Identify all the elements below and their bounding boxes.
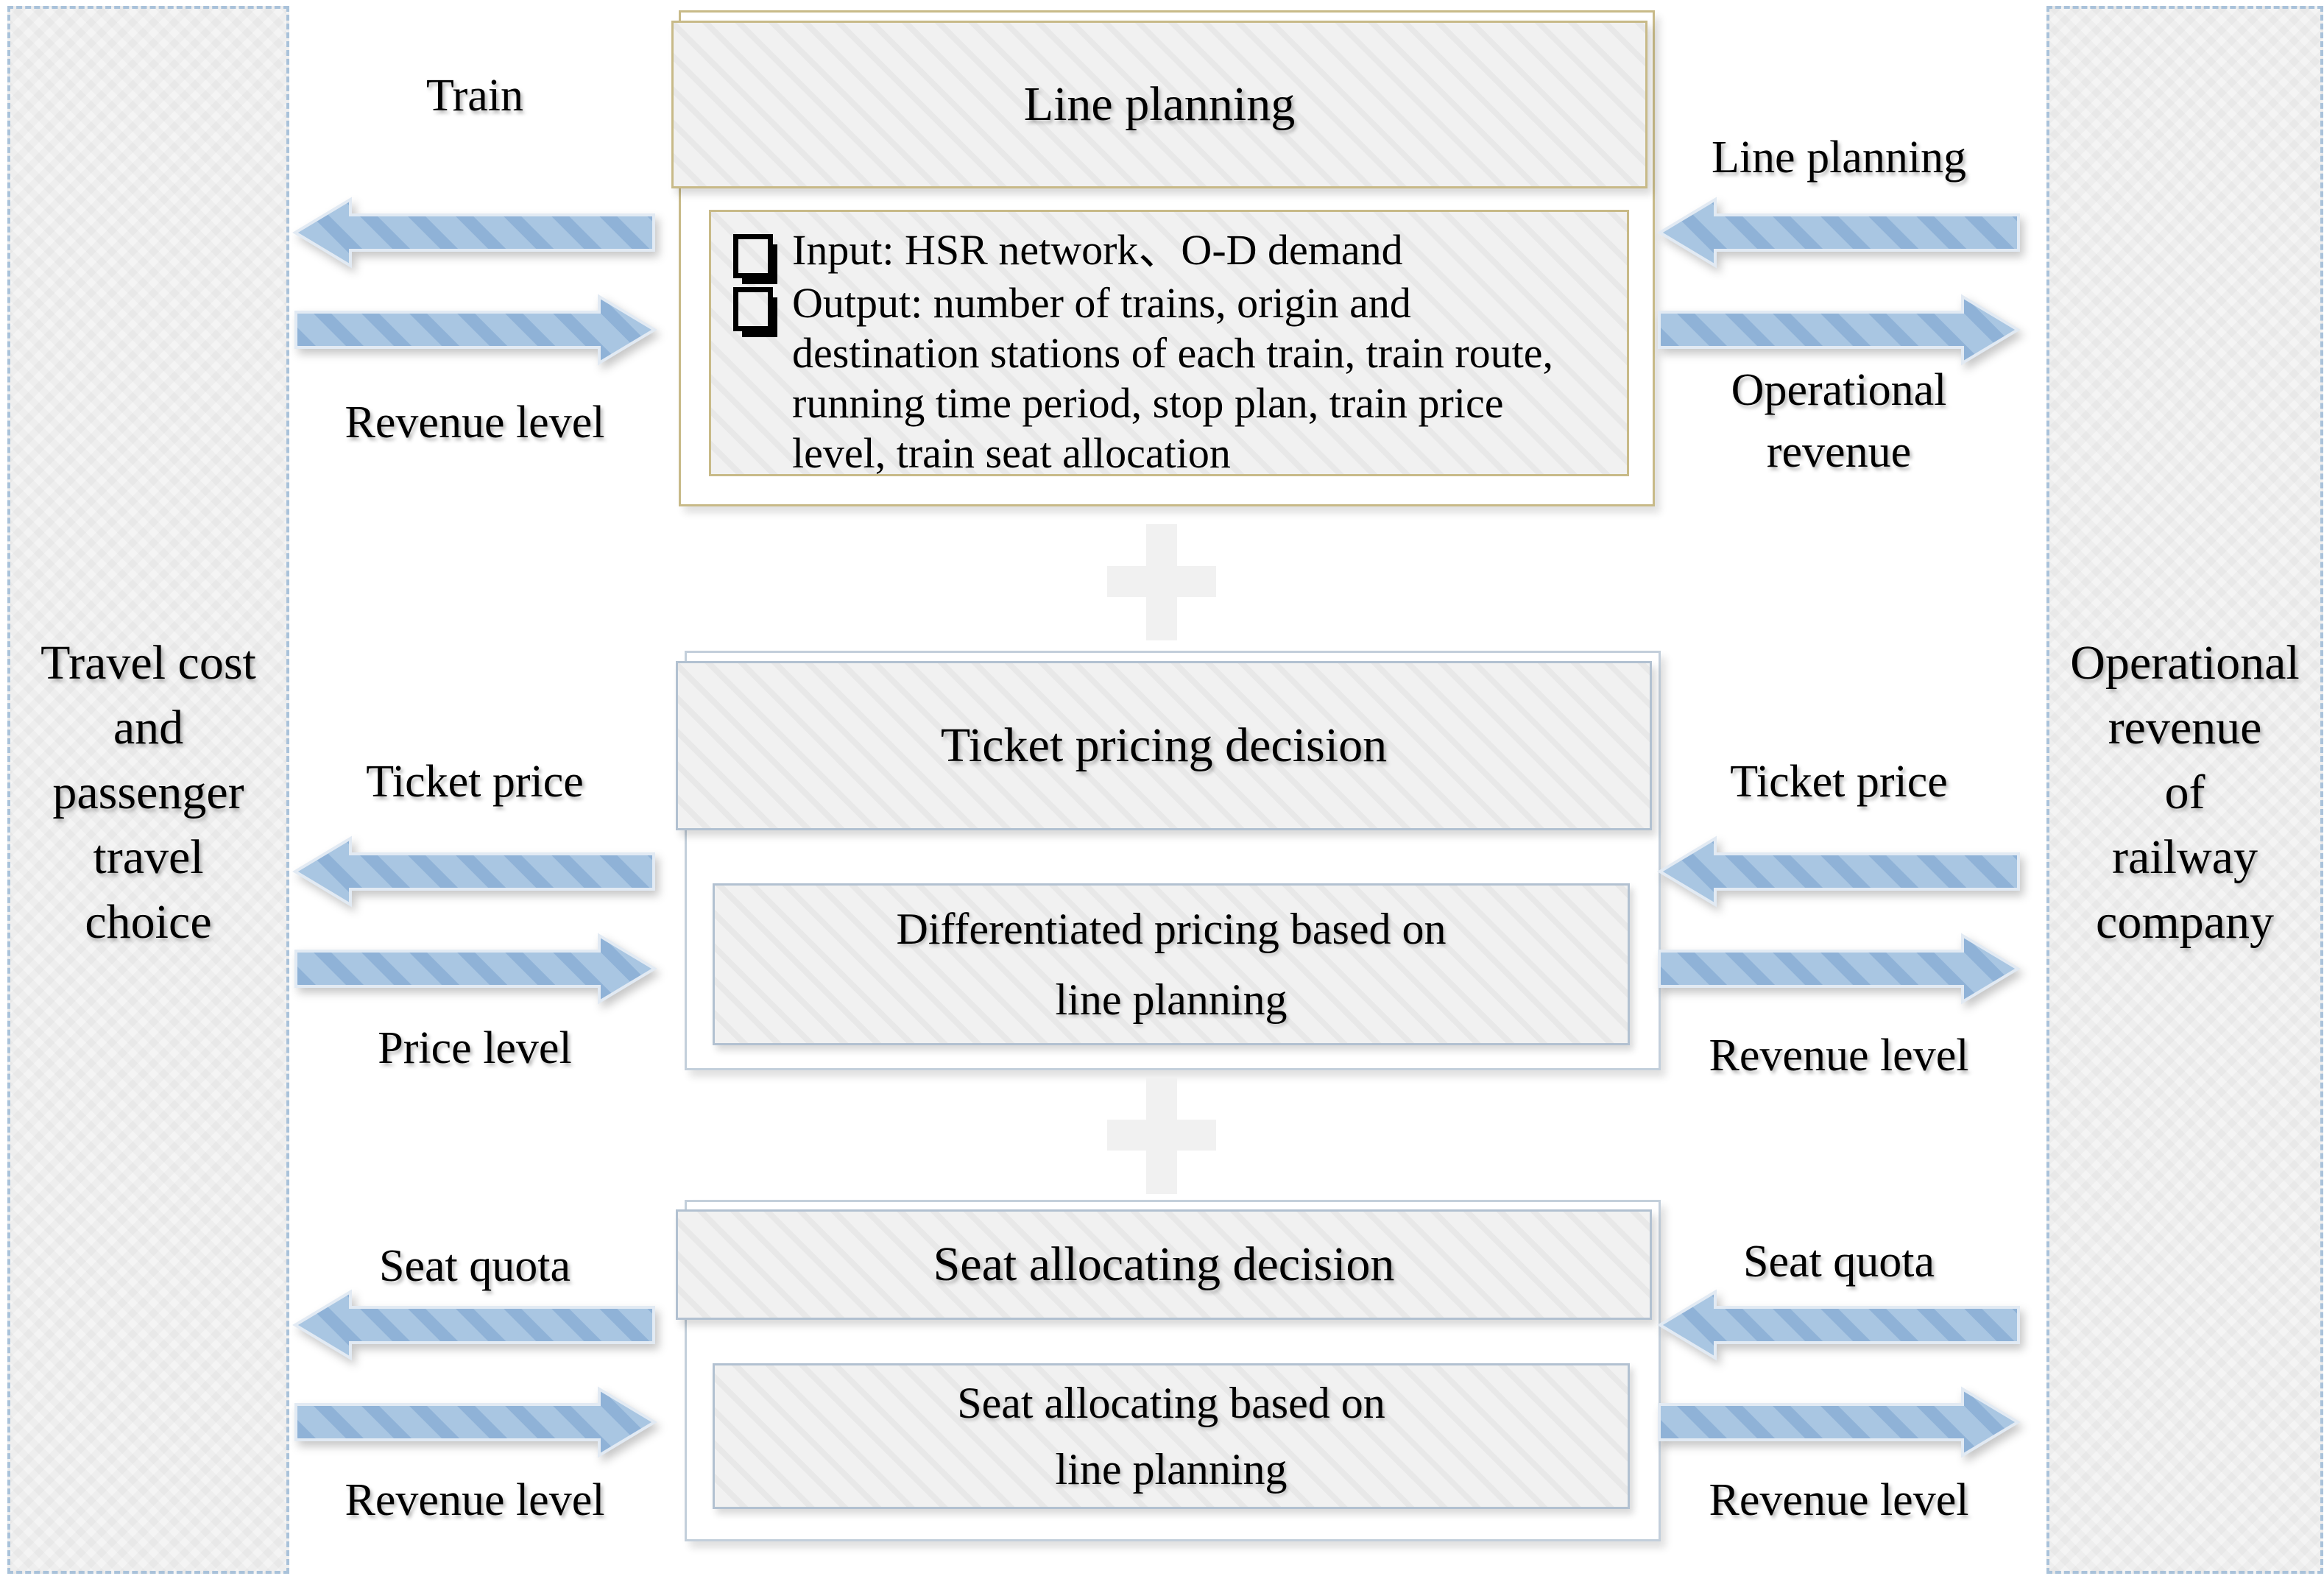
- left-panel-line: Travel cost: [40, 636, 256, 690]
- ticket-pricing-title: Ticket pricing decision: [940, 718, 1388, 772]
- flow-label-revenue-level: Revenue level: [345, 397, 605, 448]
- io-output-text: Output: number of trains, origin and des…: [792, 279, 1554, 477]
- flow-label-seat-quota: Seat quota: [379, 1241, 571, 1291]
- right-arrow-icon: [1658, 934, 2019, 1003]
- left-panel-travel-cost: Travel cost and passenger travel choice: [7, 6, 289, 1574]
- left-arrow-icon: [1659, 837, 2020, 906]
- io-input-text: Input: HSR network、O-D demand: [792, 226, 1403, 274]
- right-panel-text: Operational revenue of railway company: [2049, 631, 2320, 955]
- flow-label-ticket-price: Ticket price: [366, 757, 584, 807]
- seat-allocating-body-line: line planning: [1055, 1445, 1288, 1494]
- left-arrow-icon: [1659, 198, 2020, 267]
- flow-label-train: Train: [425, 71, 524, 121]
- left-panel-text: Travel cost and passenger travel choice: [10, 631, 286, 955]
- line-planning-io-box: Input: HSR network、O-D demand Output: nu…: [709, 210, 1629, 478]
- seat-allocating-body-box: Seat allocating based on line planning: [713, 1363, 1630, 1509]
- ticket-pricing-body-line: Differentiated pricing based on: [896, 905, 1447, 953]
- left-panel-line: passenger: [52, 766, 244, 819]
- right-panel-line: railway: [2112, 830, 2258, 884]
- right-arrow-icon: [294, 934, 656, 1003]
- flow-label-line-planning: Line planning: [1711, 132, 1967, 183]
- left-arrow-icon: [294, 837, 655, 906]
- io-item-input: Input: HSR network、O-D demand: [733, 225, 1608, 278]
- left-arrow-icon: [1659, 1290, 2020, 1360]
- right-arrow-icon: [294, 1388, 656, 1457]
- right-panel-operational-revenue: Operational revenue of railway company: [2046, 6, 2323, 1574]
- flow-label-ticket-price: Ticket price: [1730, 757, 1948, 807]
- ticket-pricing-body-line: line planning: [1055, 975, 1288, 1024]
- left-panel-line: travel: [93, 830, 204, 884]
- plus-connector-icon: [1107, 524, 1216, 640]
- right-panel-line: of: [2164, 766, 2205, 819]
- line-planning-title-box: Line planning: [671, 21, 1647, 188]
- left-panel-line: and: [113, 701, 184, 755]
- io-item-output: Output: number of trains, origin and des…: [733, 278, 1608, 478]
- flow-label-price-level: Price level: [378, 1023, 572, 1073]
- plus-connector-icon: [1107, 1078, 1216, 1194]
- flow-label-seat-quota: Seat quota: [1743, 1237, 1935, 1287]
- checkbox-bullet-icon: [733, 287, 773, 331]
- right-arrow-icon: [1658, 1388, 2019, 1457]
- checkbox-bullet-icon: [733, 234, 773, 278]
- left-panel-line: choice: [85, 895, 212, 949]
- right-panel-line: company: [2096, 895, 2274, 949]
- right-panel-line: revenue: [2108, 701, 2262, 755]
- line-planning-title: Line planning: [1023, 77, 1296, 131]
- right-panel-line: Operational: [2070, 636, 2300, 690]
- flow-label-revenue-level: Revenue level: [1709, 1475, 1969, 1525]
- seat-allocating-title: Seat allocating decision: [933, 1237, 1395, 1291]
- flow-label-revenue-level: Revenue level: [1709, 1031, 1969, 1081]
- seat-allocating-body-line: Seat allocating based on: [957, 1379, 1385, 1427]
- seat-allocating-title-box: Seat allocating decision: [676, 1209, 1652, 1320]
- left-arrow-icon: [294, 198, 655, 267]
- right-arrow-icon: [1658, 295, 2019, 364]
- flow-label-operational-revenue: Operational revenue: [1731, 365, 1947, 477]
- right-arrow-icon: [294, 295, 656, 364]
- flow-label-revenue-level: Revenue level: [345, 1475, 605, 1525]
- left-arrow-icon: [294, 1290, 655, 1360]
- ticket-pricing-body-box: Differentiated pricing based on line pla…: [713, 883, 1630, 1045]
- ticket-pricing-title-box: Ticket pricing decision: [676, 661, 1652, 830]
